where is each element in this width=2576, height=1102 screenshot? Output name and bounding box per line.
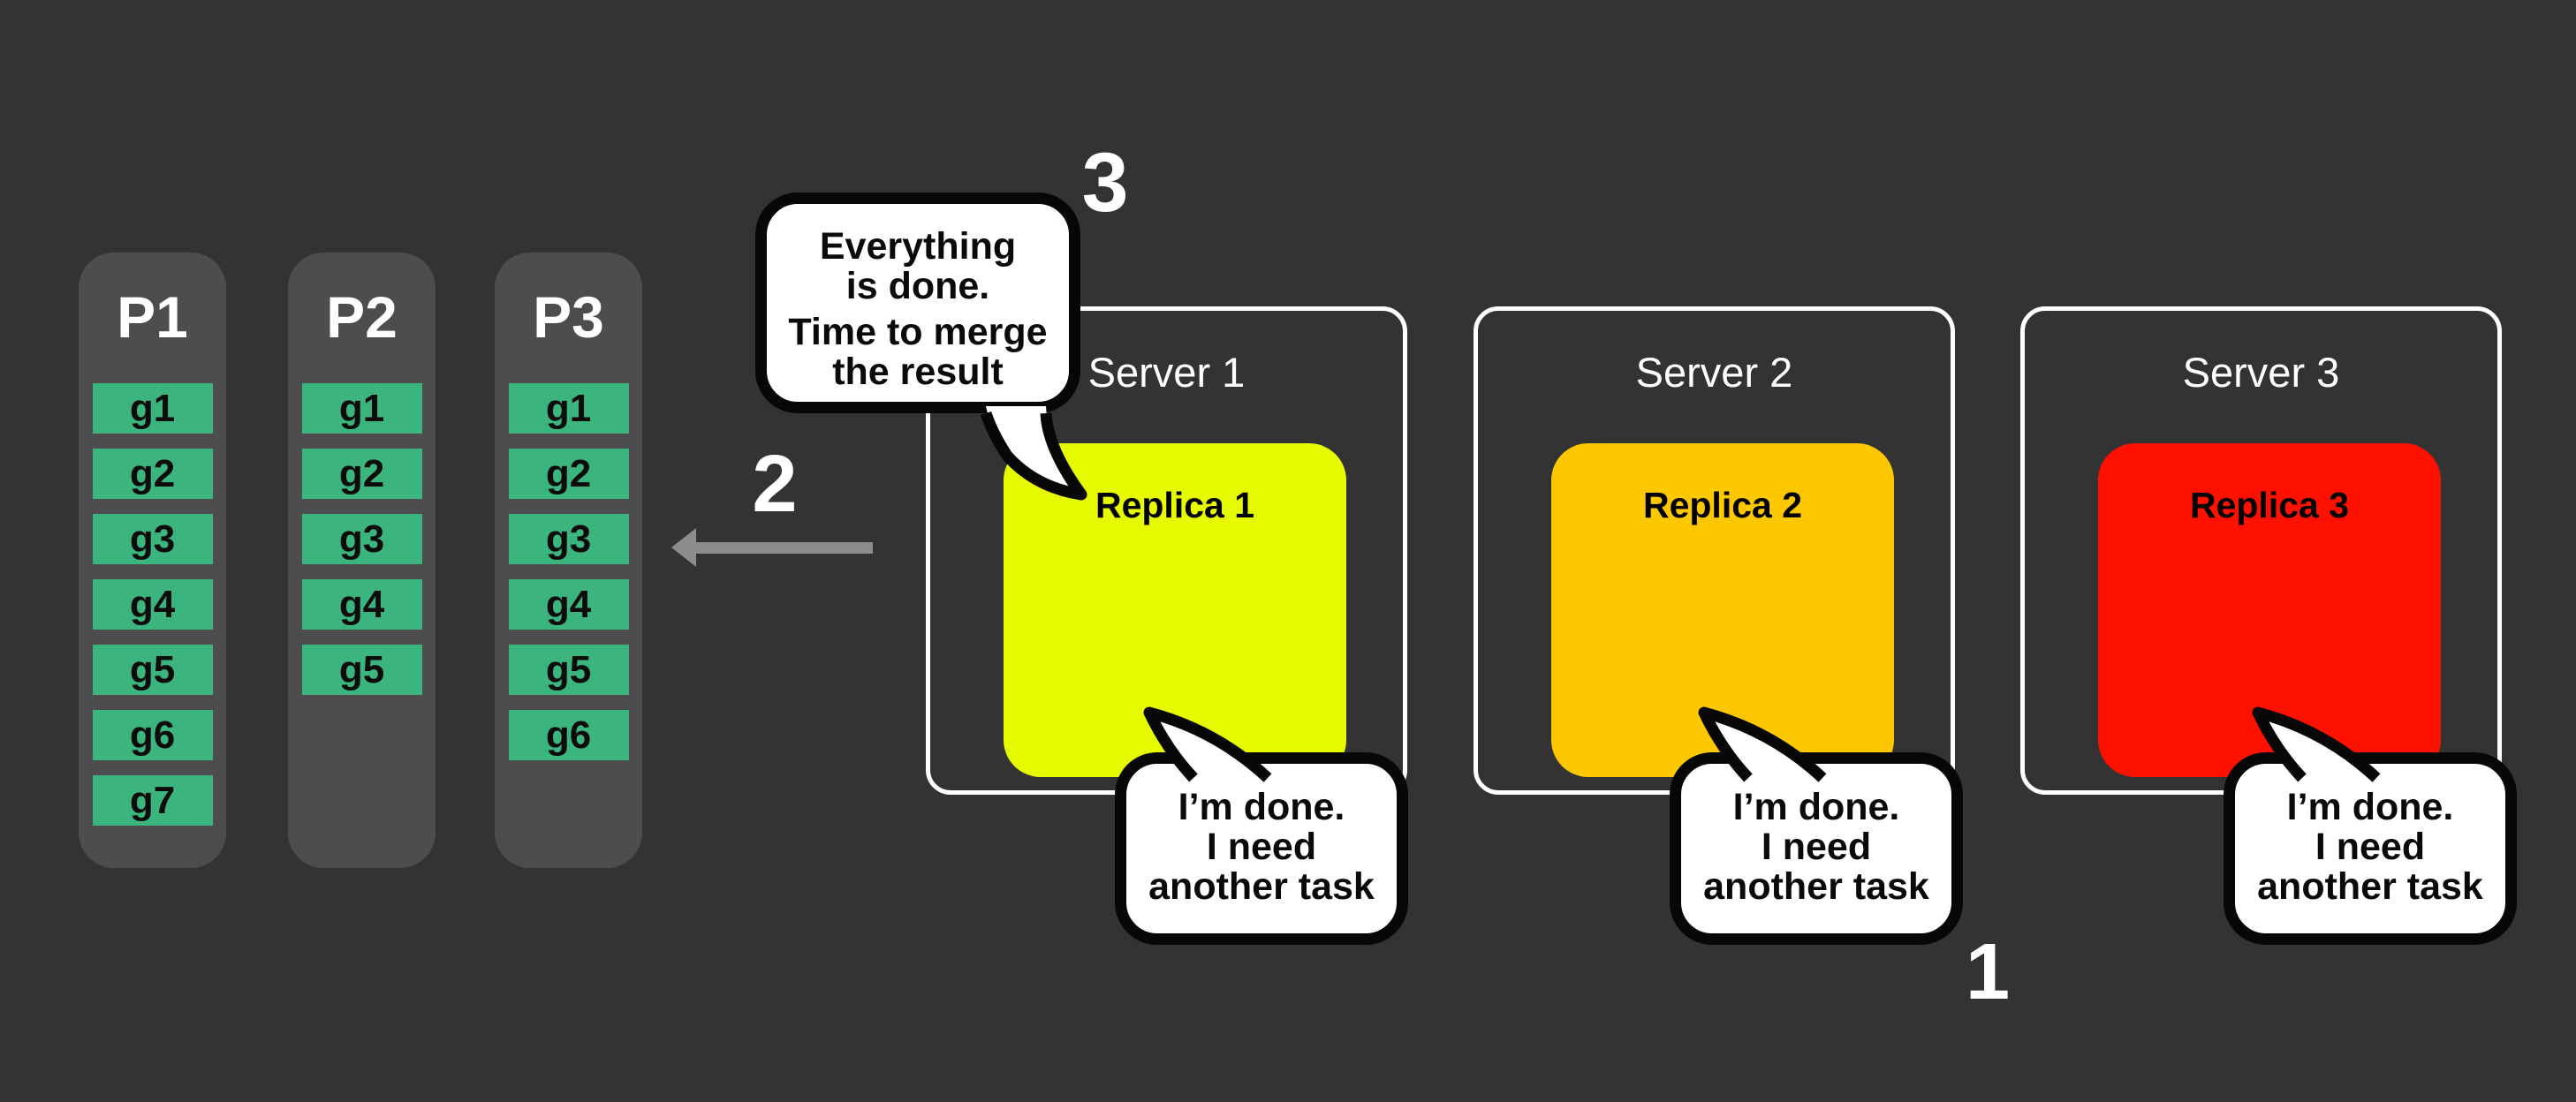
task-chip: g1 <box>92 383 213 434</box>
task-chip: g7 <box>92 775 213 826</box>
server-label: Server 1 <box>1087 349 1246 396</box>
task-chip: g5 <box>92 645 213 695</box>
task-chip: g3 <box>92 514 213 564</box>
speech-tail-up-left-icon <box>2252 706 2381 785</box>
bubble-line: Time to merge <box>788 311 1048 353</box>
bubble-line: I need <box>1761 826 1872 868</box>
bubble-text: Everything is done. Time to merge the re… <box>767 227 1069 392</box>
speech-bubble-done-1: I’m done. I need another task <box>1115 706 1408 945</box>
speech-tail-up-left-icon <box>1698 706 1827 785</box>
speech-tail-up-left-icon <box>1143 706 1272 785</box>
bubble-text: I’m done. I need another task <box>1681 788 1951 907</box>
task-chip: g2 <box>301 449 422 499</box>
task-chip: g3 <box>301 514 422 564</box>
chip-list: g1 g2 g3 g4 g5 g6 g7 <box>79 383 226 826</box>
chip-list: g1 g2 g3 g4 g5 g6 <box>495 383 642 760</box>
partition-p1: P1 g1 g2 g3 g4 g5 g6 g7 <box>79 253 226 868</box>
task-chip: g1 <box>508 383 629 434</box>
speech-bubble-merge: Everything is done. Time to merge the re… <box>755 192 1087 501</box>
replica-label: Replica 1 <box>1095 485 1255 525</box>
task-chip: g3 <box>508 514 629 564</box>
speech-tail-down-right-icon <box>980 406 1087 501</box>
partition-label: P1 <box>117 284 188 350</box>
task-chip: g1 <box>301 383 422 434</box>
replica-label: Replica 2 <box>1642 485 1803 525</box>
server-label: Server 3 <box>2182 349 2340 396</box>
server-label: Server 2 <box>1635 349 1793 396</box>
step-number-2: 2 <box>752 439 798 529</box>
step-number-3: 3 <box>1081 136 1129 230</box>
bubble-line: I need <box>1206 826 1317 868</box>
step-number-1: 1 <box>1965 928 2011 1016</box>
speech-bubble-done-3: I’m done. I need another task <box>2224 706 2517 945</box>
task-chip: g4 <box>92 579 213 630</box>
bubble-line: I need <box>2315 826 2426 868</box>
bubble-line: another task <box>1703 865 1929 908</box>
merge-arrow <box>671 528 875 567</box>
arrow-shaft <box>691 542 873 554</box>
bubble-line: Everything <box>819 225 1017 268</box>
bubble-text: I’m done. I need another task <box>1126 788 1397 907</box>
bubble-line: I’m done. <box>1178 786 1345 828</box>
bubble-line: I’m done. <box>2286 786 2454 828</box>
replica-label: Replica 3 <box>2189 485 2350 525</box>
task-chip: g2 <box>508 449 629 499</box>
task-chip: g4 <box>508 579 629 630</box>
task-chip: g5 <box>508 645 629 695</box>
task-chip: g4 <box>301 579 422 630</box>
task-chip: g5 <box>301 645 422 695</box>
bubble-line: the result <box>832 351 1004 393</box>
task-chip: g2 <box>92 449 213 499</box>
partition-label: P3 <box>533 284 604 350</box>
partition-label: P2 <box>326 284 398 350</box>
bubble-line: is done. <box>845 265 990 307</box>
chip-list: g1 g2 g3 g4 g5 <box>288 383 436 695</box>
task-chip: g6 <box>508 710 629 760</box>
task-chip: g6 <box>92 710 213 760</box>
speech-bubble-done-2: I’m done. I need another task <box>1670 706 1963 945</box>
bubble-text: I’m done. I need another task <box>2235 788 2505 907</box>
bubble-line: another task <box>2257 865 2483 908</box>
bubble-line: another task <box>1148 865 1375 908</box>
partition-p2: P2 g1 g2 g3 g4 g5 <box>288 253 436 868</box>
partition-p3: P3 g1 g2 g3 g4 g5 g6 <box>495 253 642 868</box>
bubble-line: I’m done. <box>1732 786 1900 828</box>
